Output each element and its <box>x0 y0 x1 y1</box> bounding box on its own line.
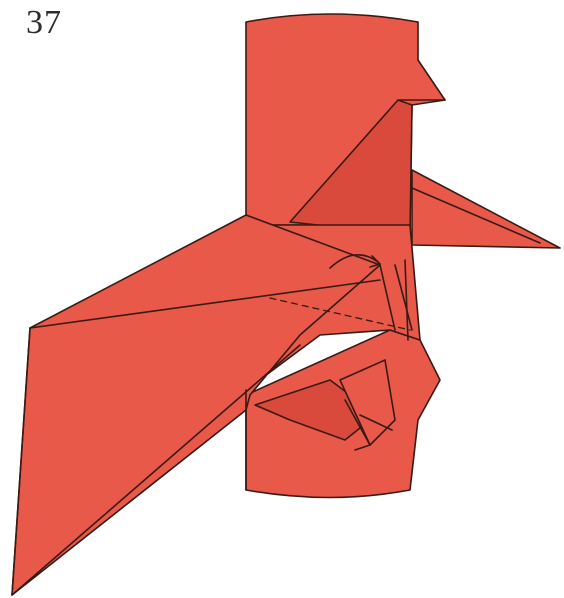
beak <box>412 170 560 248</box>
